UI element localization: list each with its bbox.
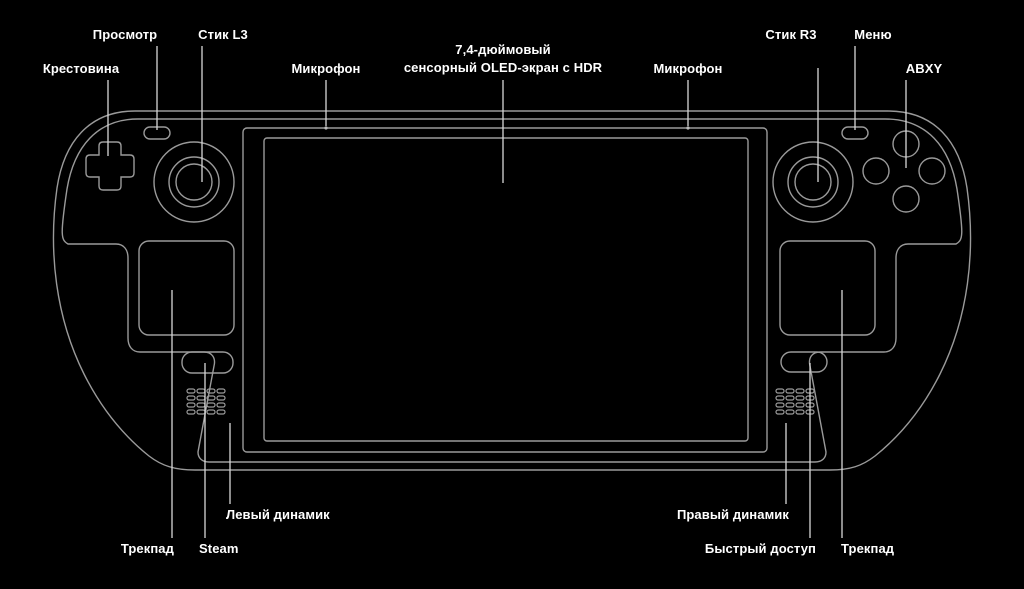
speaker-slot [186, 395, 196, 401]
label-mic-right: Микрофон [653, 61, 723, 76]
label-steam: Steam [199, 541, 239, 556]
speaker-slot [216, 395, 226, 401]
quick-access-button [780, 351, 828, 373]
label-dpad: Крестовина [42, 61, 120, 76]
speaker-slot [775, 402, 785, 408]
steam-button [181, 351, 234, 374]
label-trackpad-left: Трекпад [120, 541, 174, 556]
left-stick-cap [175, 163, 213, 201]
speaker-slot [186, 409, 196, 415]
speaker-slot [186, 388, 196, 394]
right-stick-outer [787, 156, 839, 208]
screen-display [263, 137, 749, 442]
speaker-slot [795, 395, 805, 401]
label-screen-line2: сенсорный OLED-экран с HDR [403, 60, 603, 75]
right-trackpad [779, 240, 876, 336]
label-speaker-left: Левый динамик [226, 507, 330, 522]
button-b [918, 157, 946, 185]
left-stick-outer [168, 156, 220, 208]
speaker-slot [785, 388, 795, 394]
device-inner-outline [61, 118, 963, 463]
button-a [892, 185, 920, 213]
label-abxy: ABXY [905, 61, 943, 76]
mic-right-dot [686, 126, 690, 130]
speaker-slot [196, 409, 206, 415]
speaker-slot [795, 409, 805, 415]
speaker-slot [216, 409, 226, 415]
speaker-slot [785, 409, 795, 415]
left-stick-ring [153, 141, 235, 223]
speaker-slot [206, 388, 216, 394]
speaker-slot [206, 402, 216, 408]
speaker-slot [775, 395, 785, 401]
speaker-slot [775, 388, 785, 394]
speaker-slot [795, 402, 805, 408]
speaker-slot [186, 402, 196, 408]
speaker-slot [196, 402, 206, 408]
right-stick-cap [794, 163, 832, 201]
left-trackpad [138, 240, 235, 336]
device-outline [52, 110, 972, 471]
button-x [862, 157, 890, 185]
speaker-slot [216, 402, 226, 408]
label-speaker-right: Правый динамик [676, 507, 789, 522]
speaker-slot [795, 388, 805, 394]
speaker-slot [206, 409, 216, 415]
label-stick-r3: Стик R3 [765, 27, 817, 42]
speaker-slot [206, 395, 216, 401]
mic-left-dot [324, 126, 328, 130]
label-trackpad-right: Трекпад [841, 541, 895, 556]
speaker-slot [775, 409, 785, 415]
label-quick-access: Быстрый доступ [704, 541, 816, 556]
speaker-slot [785, 395, 795, 401]
dpad [85, 141, 135, 191]
right-speaker-grille [775, 388, 815, 415]
screen-bezel [242, 127, 768, 453]
right-stick-ring [772, 141, 854, 223]
speaker-slot [216, 388, 226, 394]
speaker-slot [196, 395, 206, 401]
left-speaker-grille [186, 388, 226, 415]
label-screen-line1: 7,4-дюймовый [455, 42, 551, 57]
label-menu: Меню [854, 27, 892, 42]
label-stick-l3: Стик L3 [198, 27, 248, 42]
speaker-slot [785, 402, 795, 408]
label-mic-left: Микрофон [291, 61, 361, 76]
speaker-slot [196, 388, 206, 394]
label-view: Просмотр [92, 27, 158, 42]
